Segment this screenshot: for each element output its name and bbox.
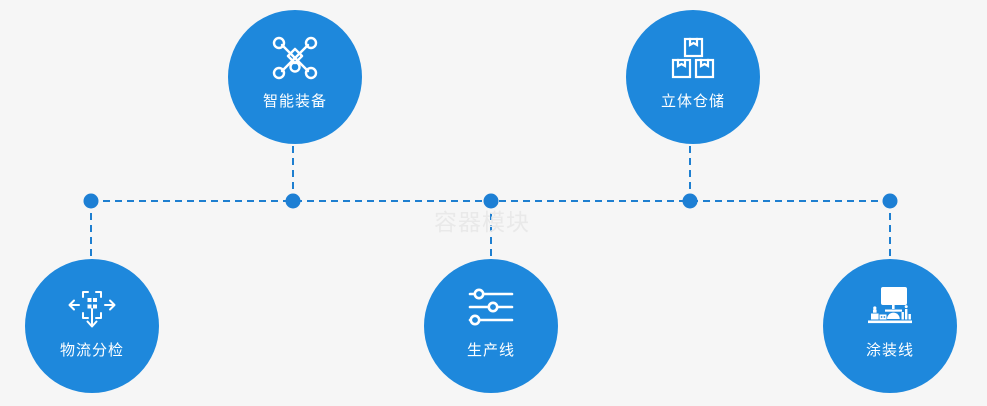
node-label: 生产线: [466, 342, 515, 359]
node-label: 智能装备: [262, 93, 327, 110]
node-prod[interactable]: 生产线: [424, 259, 558, 393]
junction-dot: [483, 193, 499, 209]
network-nodes-icon: [272, 36, 318, 80]
sliders-icon: [468, 288, 514, 326]
sorting-arrows-icon: [68, 291, 116, 328]
node-sort[interactable]: 物流分检: [25, 259, 159, 393]
stacked-boxes-icon: [671, 37, 715, 79]
node-label: 物流分检: [59, 342, 124, 359]
junction-dot: [285, 193, 301, 209]
node-label: 涂装线: [865, 342, 914, 359]
node-paint[interactable]: 涂装线: [823, 259, 957, 393]
factory-monitor-icon: [868, 287, 912, 324]
watermark-text: 容器模块: [434, 209, 530, 235]
junction-dot: [682, 193, 698, 209]
node-label: 立体仓储: [660, 93, 725, 110]
junction-dot: [882, 193, 898, 209]
node-equip[interactable]: 智能装备: [228, 10, 362, 144]
node-store[interactable]: 立体仓储: [626, 10, 760, 144]
junction-dot: [83, 193, 99, 209]
